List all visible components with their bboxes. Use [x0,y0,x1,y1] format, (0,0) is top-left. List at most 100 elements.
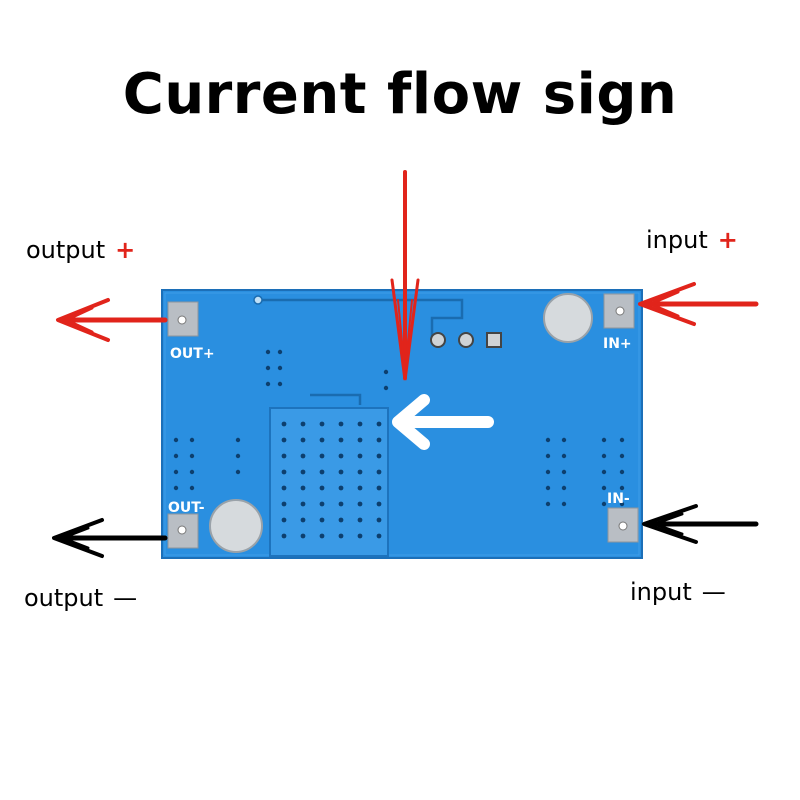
via-dot [376,501,382,507]
via-dot [357,501,363,507]
via-dot [561,485,567,491]
via-dot [338,501,344,507]
via-dot [189,453,195,459]
via-dot [235,437,241,443]
via-dot [173,437,179,443]
via-dot [281,517,287,523]
via-dot [601,437,607,443]
via-dot [300,437,306,443]
via-dot [561,469,567,475]
in-minus-hole [618,521,628,531]
via-dot [545,453,551,459]
via-dot [173,485,179,491]
out-minus-hole [177,525,187,535]
via-dot [189,485,195,491]
output-minus-text: output [24,584,104,612]
via-dot [619,485,625,491]
input-minus-arrow [642,504,759,544]
via-dot [357,437,363,443]
via-dot [300,533,306,539]
via-dot [376,437,382,443]
via-dot [545,485,551,491]
via-dot [300,453,306,459]
via-dot [300,485,306,491]
via-dot [173,453,179,459]
via-dot [545,501,551,507]
in-plus-hole [615,306,625,316]
input-capacitor-pad [543,293,593,343]
via-grid [281,421,382,539]
via-dot [338,517,344,523]
via-dot [601,501,607,507]
via-dot [376,421,382,427]
via-dot [253,295,263,305]
via-dot [265,365,271,371]
via-dot [281,469,287,475]
via-dot [277,349,283,355]
via-dot [265,349,271,355]
via-dot [319,485,325,491]
out-plus-silkscreen: OUT+ [170,346,215,362]
via-dot [357,517,363,523]
via-dot [357,485,363,491]
via-dot [338,421,344,427]
via-dot [376,517,382,523]
via-dot [619,469,625,475]
via-dot [300,469,306,475]
out-plus-hole [177,315,187,325]
via-dot [338,437,344,443]
in-plus-pad [603,293,635,329]
input-minus-sign: — [701,578,726,606]
side-via-columns [173,349,625,507]
via-dot [383,369,389,375]
output-plus-text: output [26,236,106,264]
via-dot [235,469,241,475]
via-dot [338,453,344,459]
via-dot [277,381,283,387]
via-dot [189,437,195,443]
component-pad [458,332,474,348]
via-dot [619,501,625,507]
inductor-pad [269,407,389,557]
via-dot [376,453,382,459]
via-dot [338,485,344,491]
via-dot [281,501,287,507]
via-dot [601,469,607,475]
via-dot [265,381,271,387]
via-dot [376,533,382,539]
via-dot [357,453,363,459]
via-dot [545,469,551,475]
via-dot [376,485,382,491]
via-dot [281,533,287,539]
input-plus-label: input+ [646,226,738,254]
via-dot [601,453,607,459]
via-dot [300,517,306,523]
via-dot [319,469,325,475]
input-plus-sign: + [717,226,738,254]
input-plus-arrow [638,282,759,326]
out-plus-pad [167,301,199,337]
via-dot [173,469,179,475]
output-minus-label: output— [24,584,137,612]
via-dot [277,365,283,371]
out-minus-silkscreen: OUT- [168,500,205,516]
pointer-arrow [390,170,420,381]
via-dot [561,437,567,443]
via-dot [357,421,363,427]
via-dot [319,517,325,523]
via-dot [319,437,325,443]
via-dot [319,501,325,507]
in-minus-silkscreen: IN- [607,491,630,507]
via-dot [300,501,306,507]
via-dot [545,437,551,443]
via-dot [601,485,607,491]
output-plus-label: output + [26,236,135,264]
diagram-title: Current flow sign [122,62,678,127]
in-plus-silkscreen: IN+ [603,336,632,352]
via-dot [338,469,344,475]
output-plus-sign: + [115,236,136,264]
component-pad-square [486,332,502,348]
output-capacitor-pad [209,499,263,553]
via-dot [619,453,625,459]
